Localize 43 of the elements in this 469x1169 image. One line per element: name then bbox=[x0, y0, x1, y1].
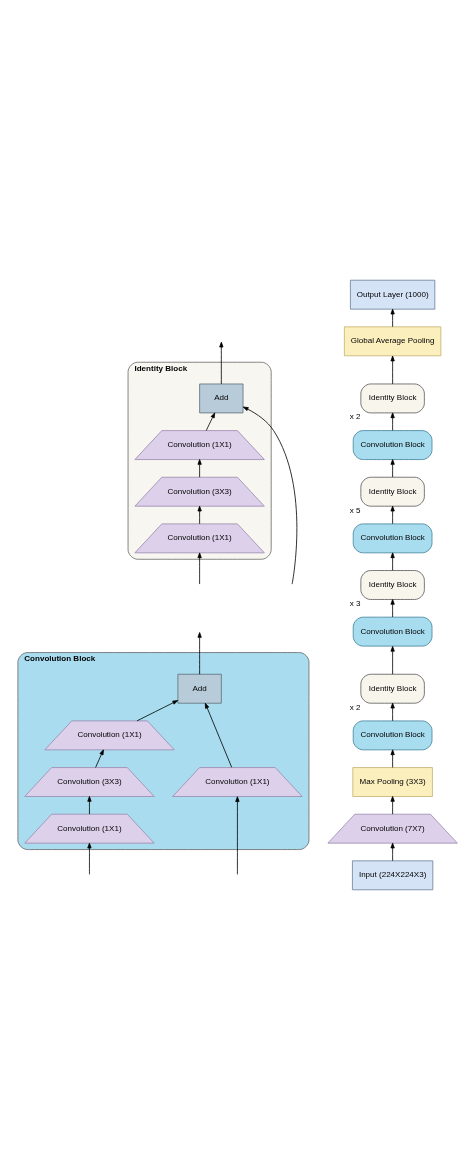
arrow bbox=[87, 795, 92, 814]
node-box: Convolution Block bbox=[352, 616, 433, 646]
arrow bbox=[242, 406, 298, 584]
arrow bbox=[390, 842, 395, 861]
node-label: x 3 bbox=[349, 598, 361, 608]
arrow bbox=[390, 795, 395, 814]
arrow bbox=[87, 842, 92, 875]
node-box: Add bbox=[177, 673, 222, 704]
node-label: x 5 bbox=[349, 505, 361, 515]
node-box: Identity Block bbox=[360, 476, 425, 507]
arrow bbox=[219, 341, 224, 384]
node-box: Max Pooling (3X3) bbox=[352, 766, 433, 797]
arrow bbox=[390, 458, 395, 478]
arrow bbox=[390, 598, 395, 617]
node-label: x 2 bbox=[349, 411, 361, 421]
arrow bbox=[197, 552, 202, 584]
node-box: Input (224X224X3) bbox=[352, 859, 434, 890]
node-box: Identity Block bbox=[360, 569, 425, 600]
node-box: Identity Block bbox=[360, 673, 425, 704]
arrow bbox=[390, 308, 395, 327]
node-label: x 2 bbox=[349, 702, 361, 712]
arrow bbox=[197, 631, 202, 675]
node-box: Identity Block bbox=[360, 383, 425, 413]
node-box: Add bbox=[199, 383, 244, 413]
node-box: Convolution Block bbox=[352, 429, 433, 460]
node-box: Convolution Block bbox=[352, 523, 433, 553]
node-box: Convolution Block bbox=[352, 720, 433, 750]
arrow bbox=[390, 702, 395, 721]
arrow bbox=[205, 412, 216, 431]
arrow bbox=[390, 412, 395, 431]
arrow bbox=[136, 699, 179, 721]
arrow bbox=[390, 748, 395, 768]
arrow bbox=[95, 748, 104, 768]
node-box: Output Layer (1000) bbox=[350, 279, 436, 310]
arrow bbox=[204, 702, 233, 768]
arrow bbox=[197, 458, 202, 478]
node-box: Global Average Pooling bbox=[343, 325, 442, 356]
arrow bbox=[197, 505, 202, 524]
arrow bbox=[235, 795, 240, 875]
arrow bbox=[390, 551, 395, 571]
arrow bbox=[390, 355, 395, 384]
arrow bbox=[390, 645, 395, 675]
arrow bbox=[390, 505, 395, 524]
